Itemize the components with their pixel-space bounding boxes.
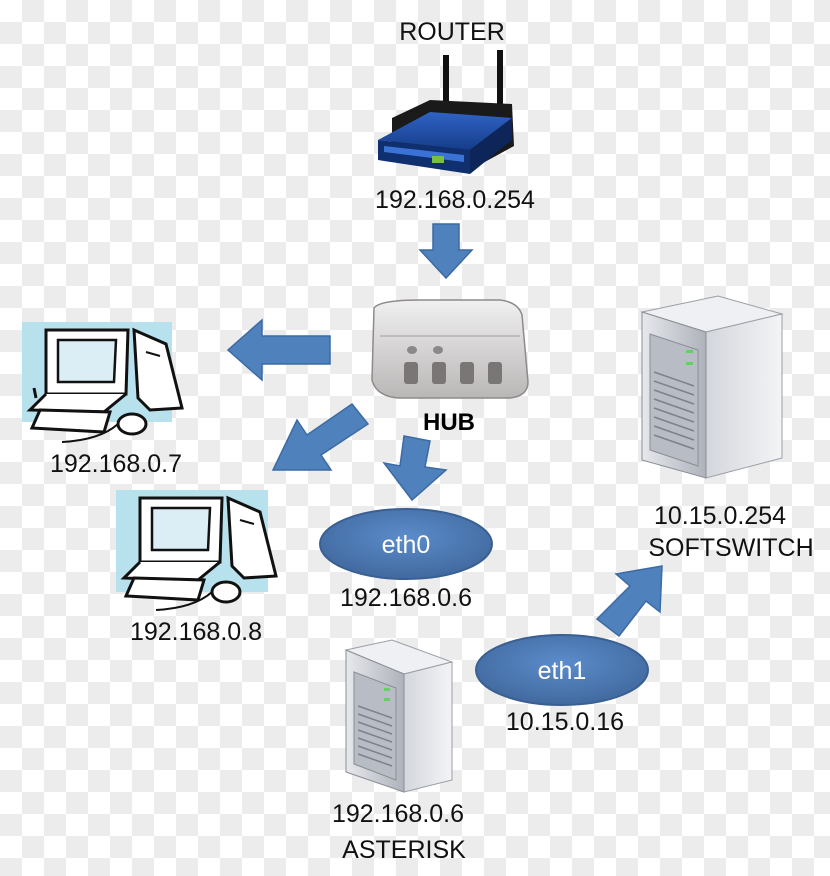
eth0-label: eth0 — [382, 531, 431, 559]
eth1-ellipse — [475, 634, 649, 706]
eth0-node: eth0 192.168.0.6 — [319, 508, 493, 612]
router-ip: 192.168.0.254 — [375, 186, 535, 214]
softswitch-ip: 10.15.0.254 — [654, 502, 786, 530]
arrow-hub-to-eth0 — [382, 435, 448, 502]
server-tower-icon — [344, 639, 454, 793]
eth1-node: eth1 10.15.0.16 — [475, 634, 649, 736]
pc2-node: 192.168.0.8 — [116, 490, 278, 646]
arrow-router-to-hub — [418, 223, 474, 280]
arrow-hub-to-pc2 — [271, 402, 370, 471]
arrow-eth1-to-softswitch — [595, 565, 663, 638]
desktop-computer-icon — [22, 322, 184, 443]
softswitch-title: SOFTSWITCH — [648, 534, 813, 562]
asterisk-node: 192.168.0.6 ASTERISK — [332, 639, 466, 864]
router-title: ROUTER — [399, 18, 505, 46]
server-tower-icon — [640, 295, 784, 479]
hub-title: HUB — [423, 409, 475, 436]
hub-node: HUB — [371, 299, 529, 436]
asterisk-title: ASTERISK — [342, 836, 466, 864]
network-hub-icon — [371, 299, 529, 399]
asterisk-ip: 192.168.0.6 — [332, 800, 464, 828]
router-node: ROUTER 192.168.0.254 — [375, 18, 535, 214]
arrow-hub-to-pc1 — [226, 318, 331, 382]
softswitch-node: 10.15.0.254 SOFTSWITCH — [640, 295, 814, 562]
eth0-ip: 192.168.0.6 — [340, 584, 472, 612]
wireless-router-icon — [378, 50, 514, 174]
eth1-label: eth1 — [538, 657, 587, 685]
pc1-node: 192.168.0.7 — [22, 322, 184, 478]
pc2-ip: 192.168.0.8 — [130, 618, 262, 646]
eth0-ellipse — [319, 508, 493, 580]
eth1-ip: 10.15.0.16 — [506, 708, 624, 736]
connection-arrows — [226, 223, 663, 638]
pc1-ip: 192.168.0.7 — [50, 450, 182, 478]
desktop-computer-icon — [116, 490, 278, 611]
